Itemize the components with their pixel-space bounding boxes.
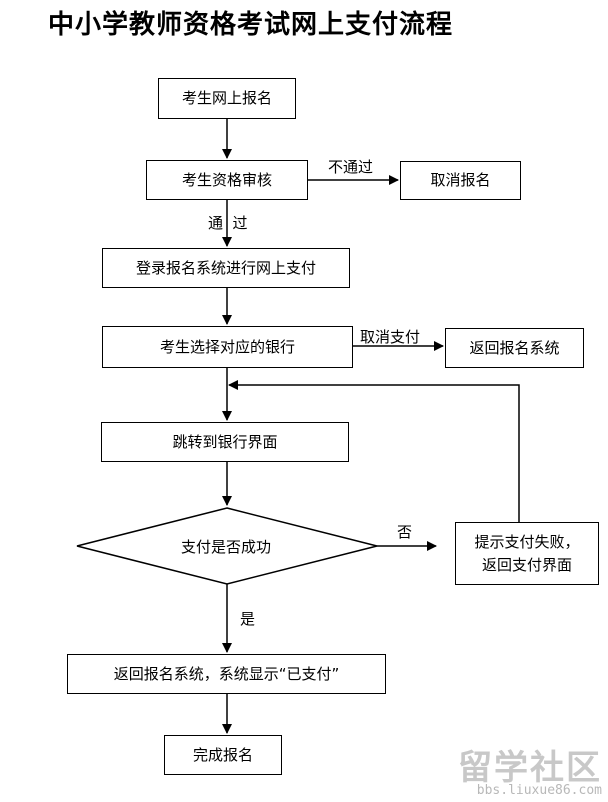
arrow-fail-loop [228, 380, 520, 522]
node-jump-bank: 跳转到银行界面 [101, 422, 349, 462]
node-review: 考生资格审核 [146, 160, 308, 200]
node-cancel-register: 取消报名 [400, 161, 521, 200]
watermark: 留学社区 bbs.liuxue86.com [458, 740, 602, 798]
label-not-pass: 不通过 [328, 158, 374, 176]
node-done: 完成报名 [164, 735, 282, 775]
node-show-paid: 返回报名系统，系统显示“已支付” [67, 654, 386, 694]
node-login-pay: 登录报名系统进行网上支付 [102, 248, 350, 288]
pay-fail-line-1: 提示支付失败， [474, 533, 580, 551]
node-back-to-system: 返回报名系统 [445, 328, 584, 368]
node-pay-fail: 提示支付失败， 返回支付界面 [455, 522, 599, 585]
decision-pay-success: 支付是否成功 [181, 538, 272, 556]
watermark-brand: 留学社区 [458, 748, 602, 788]
label-no: 否 [397, 523, 413, 541]
watermark-url: bbs.liuxue86.com [476, 783, 602, 798]
label-cancel-pay: 取消支付 [360, 328, 421, 346]
label-pass: 通 过 [208, 214, 248, 232]
node-choose-bank: 考生选择对应的银行 [102, 326, 353, 368]
label-yes: 是 [240, 610, 256, 628]
node-register: 考生网上报名 [158, 78, 296, 119]
page-title: 中小学教师资格考试网上支付流程 [48, 10, 454, 40]
pay-fail-line-2: 返回支付界面 [481, 555, 572, 574]
